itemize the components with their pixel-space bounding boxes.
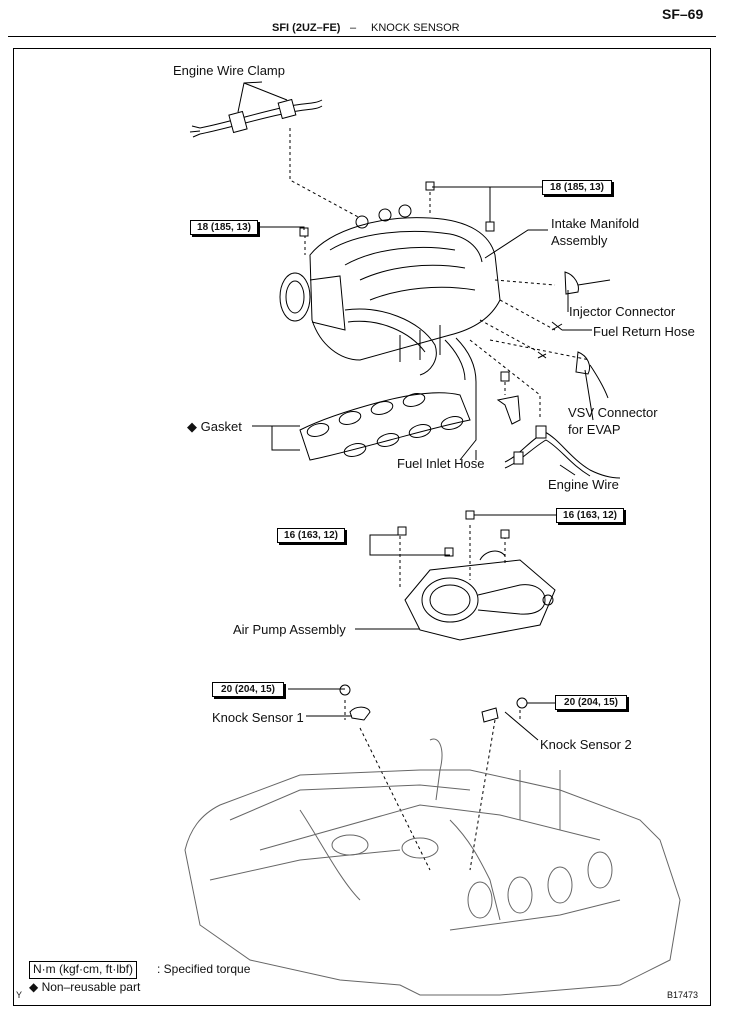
footer-mark: Y — [16, 990, 23, 1000]
bolt-drawings — [299, 181, 510, 557]
air-pump-drawing — [404, 550, 556, 641]
legend-unit-box: N·m (kgf·cm, ft·lbf) — [29, 961, 137, 979]
section-title: KNOCK SENSOR — [371, 22, 460, 34]
torque-manifold-right: 18 (185, 13) — [542, 180, 612, 195]
label-engine-wire-clamp: Engine Wire Clamp — [173, 63, 285, 78]
torque-air-pump-left: 16 (163, 12) — [277, 528, 345, 543]
assembly-leader-lines — [289, 128, 591, 871]
torque-knock-sensor-1: 20 (204, 15) — [212, 682, 284, 697]
non-reusable-mark: ◆ — [187, 419, 197, 434]
label-gasket: ◆ Gasket — [187, 419, 242, 435]
section-code: SFI (2UZ–FE) — [272, 22, 341, 34]
gasket-drawing — [299, 392, 471, 461]
label-gasket-text: Gasket — [200, 419, 242, 434]
torque-manifold-left: 18 (185, 13) — [190, 220, 258, 235]
label-intake-manifold-1: Intake Manifold — [551, 216, 640, 231]
connector-drawings — [537, 271, 611, 399]
label-engine-wire: Engine Wire — [548, 477, 619, 492]
label-vsv-connector-1: VSV Connector — [568, 405, 658, 420]
legend-non-reusable-text: Non–reusable part — [41, 980, 141, 994]
label-fuel-return-hose: Fuel Return Hose — [593, 324, 695, 339]
page-number: SF–69 — [662, 6, 704, 22]
knock-sensor-drawings — [339, 684, 528, 723]
engine-block-drawing — [184, 738, 681, 996]
figure-id: B17473 — [667, 990, 699, 1000]
bracket-and-wire-drawing — [496, 395, 621, 479]
label-air-pump-assembly: Air Pump Assembly — [233, 622, 346, 637]
torque-knock-sensor-2: 20 (204, 15) — [555, 695, 627, 710]
label-knock-sensor-1: Knock Sensor 1 — [212, 710, 304, 725]
legend-diamond-icon: ◆ — [29, 980, 39, 994]
engine-wire-clamp-drawing — [189, 81, 323, 138]
label-leader-lines — [252, 186, 594, 741]
label-intake-manifold-2: Assembly — [551, 233, 608, 248]
illustration-frame — [13, 48, 711, 1006]
header-rule — [8, 36, 716, 37]
intake-manifold-drawing — [279, 204, 501, 461]
label-fuel-inlet-hose: Fuel Inlet Hose — [397, 456, 485, 471]
legend-non-reusable: ◆ Non–reusable part — [29, 980, 140, 994]
label-knock-sensor-2: Knock Sensor 2 — [540, 737, 632, 752]
label-vsv-connector-2: for EVAP — [568, 422, 621, 437]
legend-unit-desc: : Specified torque — [157, 962, 251, 976]
label-injector-connector: Injector Connector — [569, 304, 676, 319]
header-dash: – — [350, 22, 357, 34]
torque-air-pump-right: 16 (163, 12) — [556, 508, 624, 523]
